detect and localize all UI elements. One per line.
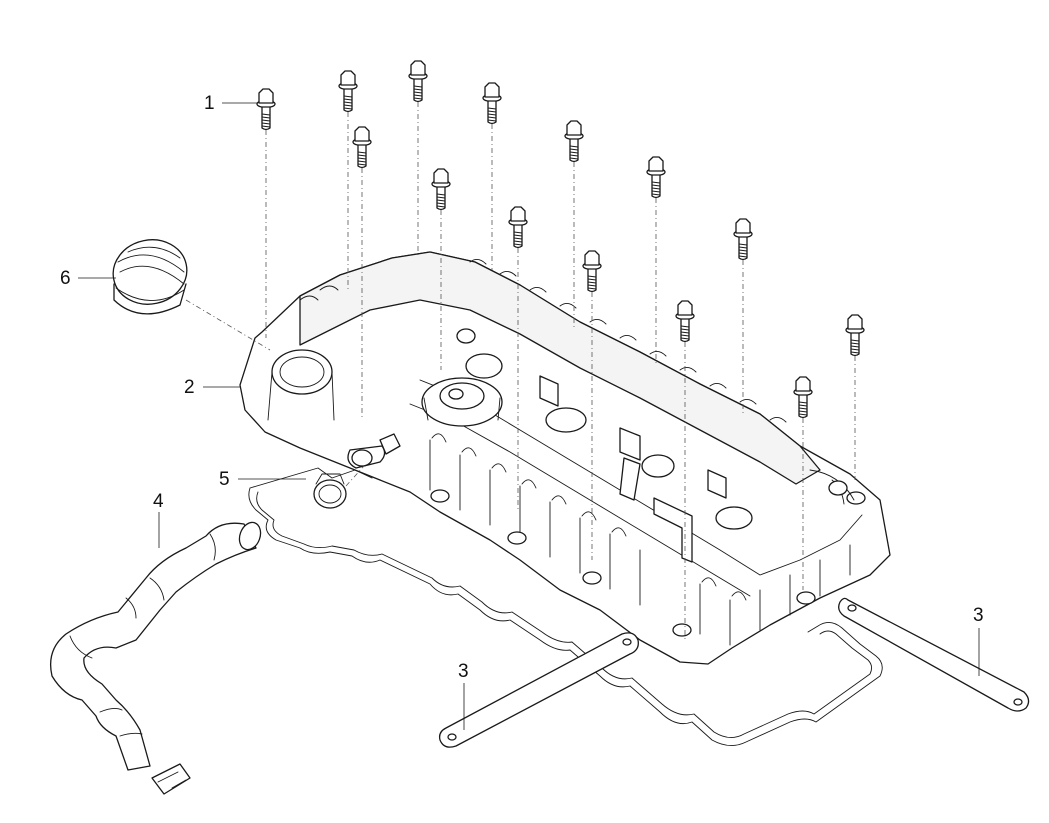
bolt <box>338 70 358 290</box>
bolt <box>646 156 666 364</box>
bolt <box>482 82 502 270</box>
bolt <box>793 376 813 590</box>
bolt <box>845 314 865 480</box>
bolt <box>582 250 602 560</box>
valve-cover <box>239 251 891 665</box>
svg-text:4: 4 <box>153 491 164 512</box>
hose-clamp <box>313 465 365 509</box>
callout-6: 6 <box>60 268 116 289</box>
svg-text:3: 3 <box>458 661 469 682</box>
oil-filler-cap <box>112 239 271 351</box>
bolt-group <box>256 60 865 640</box>
bolt <box>564 120 584 330</box>
svg-text:1: 1 <box>204 93 215 114</box>
callout-1: 1 <box>204 93 258 114</box>
svg-text:3: 3 <box>973 605 984 626</box>
bolt <box>675 300 695 640</box>
bolt <box>352 126 372 420</box>
callout-5: 5 <box>219 469 306 490</box>
breather-hose <box>49 521 262 795</box>
bolt <box>431 168 451 370</box>
bracket-left <box>438 632 639 748</box>
svg-text:6: 6 <box>60 268 71 289</box>
svg-text:5: 5 <box>219 469 230 490</box>
bracket-right <box>838 597 1030 712</box>
callout-2: 2 <box>184 377 240 398</box>
callout-3-left: 3 <box>458 661 469 730</box>
svg-text:2: 2 <box>184 377 195 398</box>
bolt <box>733 218 753 414</box>
bolt <box>408 60 428 258</box>
bolt <box>508 206 528 510</box>
bolt <box>256 88 276 338</box>
callout-4: 4 <box>153 491 164 548</box>
callout-3-right: 3 <box>973 605 984 676</box>
